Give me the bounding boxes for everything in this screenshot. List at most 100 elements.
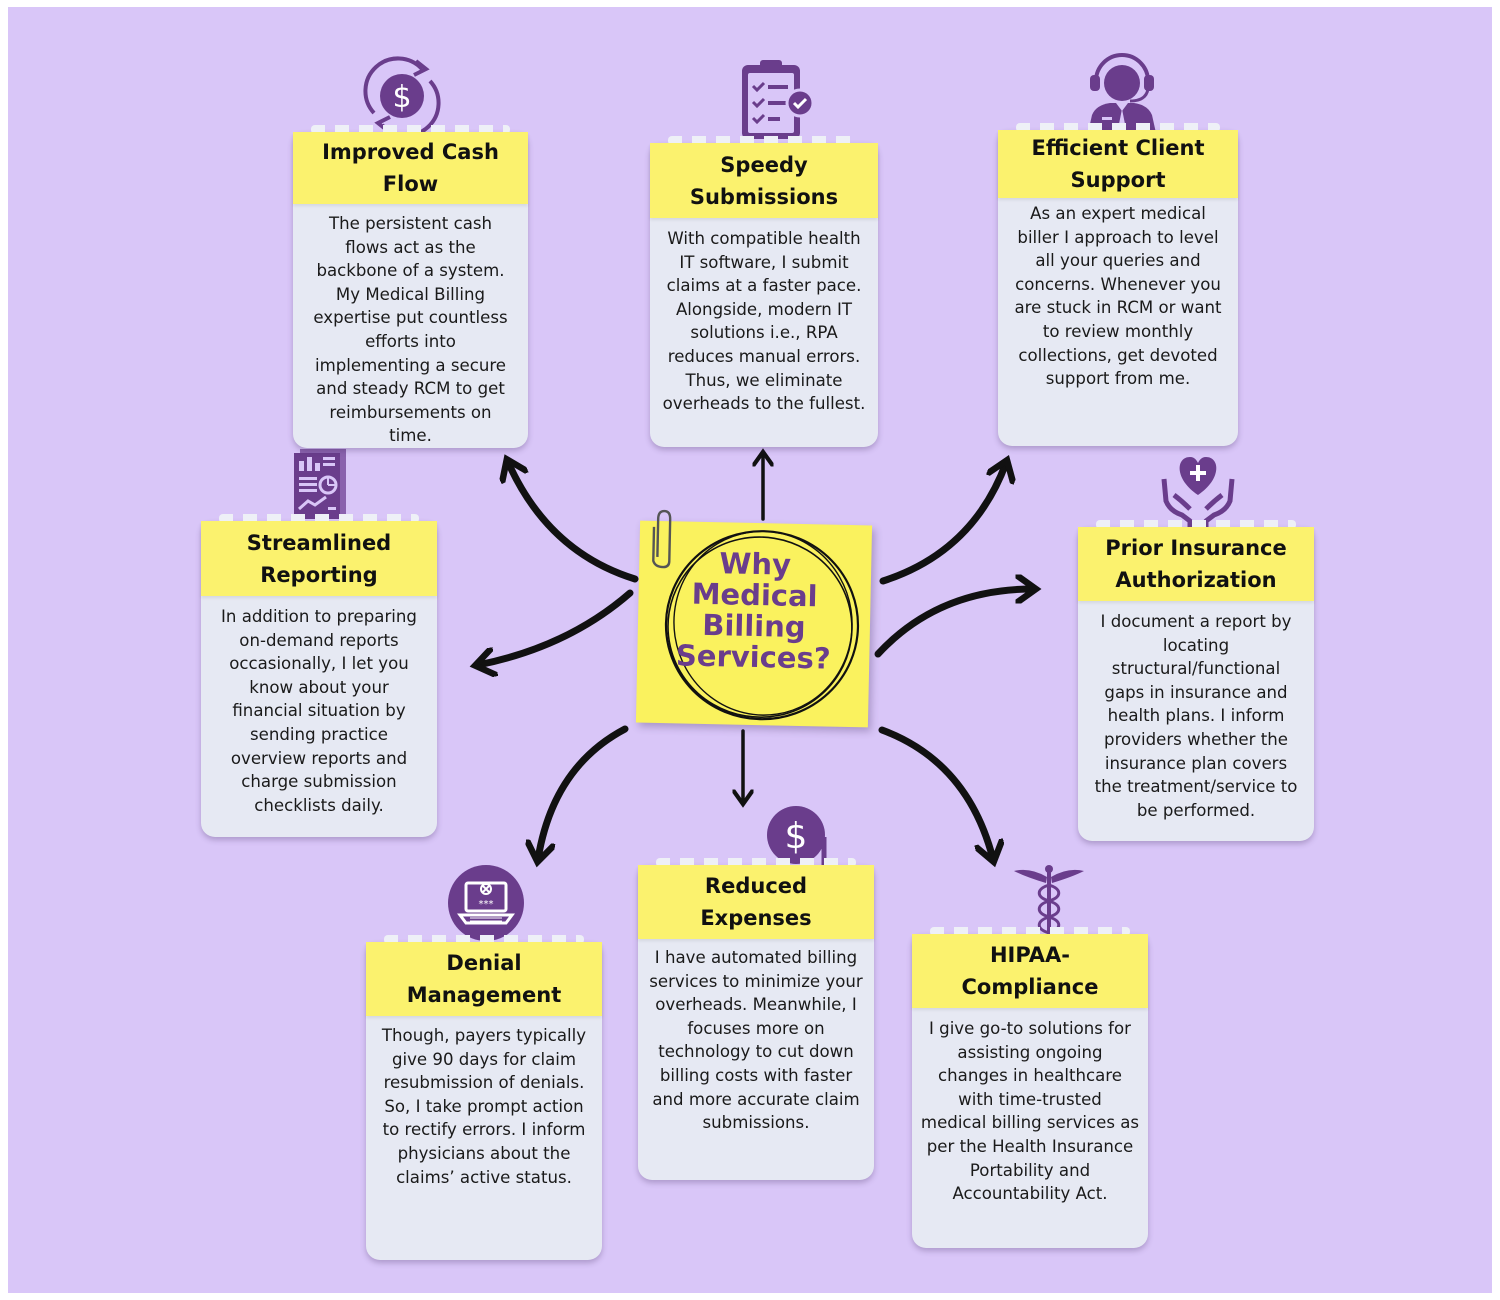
caduceus-icon (1014, 865, 1084, 941)
infographic-canvas: $ (8, 7, 1492, 1293)
card-body-line: overview reports and (230, 748, 408, 768)
card-body: Though, payers typically give 90 days fo… (372, 1024, 596, 1189)
card-title-line: Compliance (961, 975, 1099, 999)
card-body-line: checklists daily. (254, 795, 384, 815)
card-body-line: on-demand reports (239, 630, 399, 650)
card-body-line: I give go-to solutions for (929, 1019, 1131, 1038)
card-body: With compatible health IT software, I su… (656, 227, 872, 416)
card-body: As an expert medical biller I approach t… (1004, 202, 1232, 391)
card-body: I document a report by locating structur… (1084, 610, 1308, 822)
center-sticky-note: Why Medical Billing Services? (635, 509, 873, 728)
card-title-line: Prior Insurance (1105, 536, 1287, 560)
card-body-line: locating (1162, 635, 1230, 655)
card-body-line: solutions i.e., RPA (690, 323, 838, 343)
card-body-line: give 90 days for claim (391, 1049, 577, 1069)
card-body: I give go-to solutions for assisting ong… (918, 1017, 1142, 1206)
svg-text:***: *** (479, 899, 494, 910)
card-body: I have automated billing services to min… (644, 946, 868, 1135)
card-body-line: Thus, we eliminate (685, 370, 843, 390)
card-body-line: billing costs with faster (659, 1065, 853, 1085)
card-body-line: time. (389, 426, 432, 446)
card-body-line: changes in healthcare (938, 1066, 1122, 1086)
card-title-line: Efficient Client (1031, 136, 1205, 160)
card-body-line: With compatible health (667, 229, 861, 248)
card-title: HIPAA- Compliance (912, 934, 1148, 1008)
svg-text:$: $ (785, 816, 808, 857)
arrow-to-streamlined-reporting (478, 589, 634, 665)
card-body-line: technology to cut down (658, 1042, 854, 1062)
card-body-line: My Medical Billing (335, 284, 486, 304)
center-title-line: Services? (675, 638, 831, 676)
card-title-line: Denial (446, 951, 522, 975)
card-title-line: Speedy (720, 152, 808, 177)
card-body: In addition to preparing on-demand repor… (207, 605, 431, 817)
card-body-line: Though, payers typically (381, 1026, 587, 1045)
card-body-line: occasionally, I let you (229, 654, 409, 674)
card-body-line: submissions. (702, 1113, 810, 1133)
card-title-line: Flow (382, 172, 439, 196)
card-body-line: the treatment/service to (1094, 777, 1298, 797)
card-body-line: all your queries and (1035, 251, 1201, 271)
card-title-line: Authorization (1115, 568, 1277, 592)
card-body-line: with time-trusted (958, 1089, 1102, 1109)
card-body-line: providers whether the (1104, 729, 1288, 749)
card-title-line: Reporting (260, 562, 378, 587)
card-body-line: Alongside, modern IT (675, 299, 853, 319)
connector-arrows (8, 7, 1492, 1293)
arrow-to-improved-cash-flow (508, 462, 639, 583)
center-title: Why Medical Billing Services? (637, 546, 872, 676)
report-chart-icon (294, 449, 346, 519)
card-body-line: sending practice (250, 724, 388, 744)
card-body-line: assisting ongoing (957, 1042, 1103, 1062)
card-body-line: claims at a faster pace. (666, 276, 862, 296)
card-hipaa-compliance: HIPAA- Compliance I give go-to solutions … (912, 927, 1148, 1248)
card-title-line: Support (1070, 168, 1166, 192)
card-body-line: to rectify errors. I inform (382, 1120, 586, 1140)
card-title-line: Reduced (704, 874, 808, 898)
card-title-line: Expenses (700, 906, 812, 930)
card-body-line: I document a report by (1100, 612, 1292, 631)
card-body-line: health plans. I inform (1107, 706, 1285, 726)
card-title-line: Submissions (689, 184, 839, 209)
card-body-line: structural/functional (1111, 659, 1281, 679)
card-body-line: services to minimize your (649, 971, 863, 991)
card-body-line: implementing a secure (314, 355, 507, 375)
card-body-line: gaps in insurance and (1104, 682, 1288, 702)
card-body-line: support from me. (1045, 369, 1191, 389)
card-body-line: and steady RCM to get (316, 379, 505, 399)
heart-hands-icon (1161, 457, 1235, 529)
arrow-to-denial-management (538, 725, 629, 859)
card-title-line: HIPAA- (989, 943, 1071, 967)
card-body-line: flows act as the (345, 237, 476, 257)
card-body-line: So, I take prompt action (384, 1096, 584, 1116)
card-body-line: Accountability Act. (952, 1184, 1108, 1204)
card-body-line: to review monthly (1042, 321, 1194, 341)
card-body-line: reimbursements on (329, 402, 492, 422)
arrow-to-efficient-client-support (879, 463, 1006, 585)
card-body-line: reduces manual errors. (667, 346, 861, 366)
scribble-circle (664, 530, 860, 721)
headset-agent-icon (1088, 53, 1156, 133)
card-body-line: I have automated billing (654, 948, 858, 967)
card-body-line: Portability and (969, 1160, 1091, 1180)
paperclip-icon (652, 509, 672, 569)
card-body-line: know about your (249, 677, 389, 697)
card-body-line: are stuck in RCM or want (1014, 298, 1222, 318)
card-body-line: The persistent cash (328, 214, 493, 233)
card-body-line: biller I approach to level (1017, 227, 1219, 247)
laptop-denied-icon: *** (448, 865, 524, 941)
card-title-line: Management (406, 983, 562, 1007)
card-body-line: expertise put countless (313, 308, 508, 328)
